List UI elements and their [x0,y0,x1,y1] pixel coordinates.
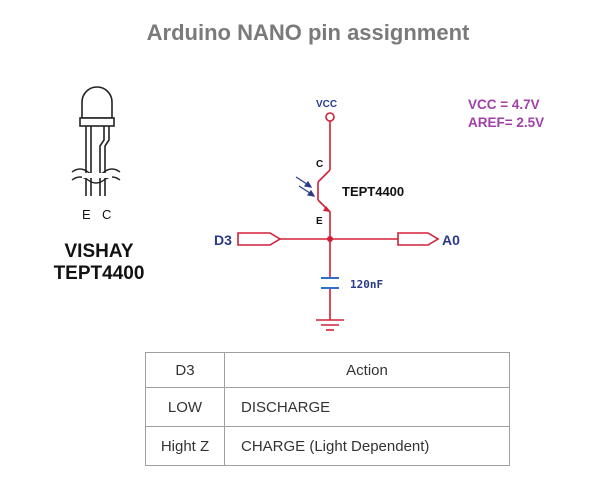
cell-action: DISCHARGE [224,387,510,427]
d3-port-label: D3 [214,232,232,248]
truth-table: D3 Action LOW DISCHARGE Hight Z CHARGE (… [145,352,510,466]
led-dome [81,86,113,119]
part-maker: VISHAY [64,241,134,262]
phototransistor-drawing [71,86,121,196]
a0-port [397,232,440,246]
capacitor-label: 120nF [350,278,383,291]
part-name: VISHAY TEPT4400 [40,241,158,285]
cell-state: Hight Z [145,426,225,466]
ground-symbol [316,319,344,331]
d3-port [237,232,282,246]
table-row: Hight Z CHARGE (Light Dependent) [145,426,510,466]
pin-e-label: E [82,207,91,222]
vcc-terminal [325,112,335,122]
header-d3: D3 [145,352,225,388]
table-header-row: D3 Action [145,352,510,388]
capacitor [321,277,339,289]
supply-specs: VCC = 4.7V AREF= 2.5V [468,96,544,132]
table-row: LOW DISCHARGE [145,387,510,427]
emitter-arrow [323,206,331,212]
vcc-label: VCC [316,99,337,110]
cell-state: LOW [145,387,225,427]
schematic: VCC C E TEPT4400 D3 A0 120nF [214,99,460,331]
part-model: TEPT4400 [53,263,145,284]
vcc-spec: VCC = 4.7V [468,97,540,112]
pin-c-label: C [102,207,112,222]
transistor-label: TEPT4400 [342,184,404,199]
a0-port-label: A0 [442,232,460,248]
page-title: Arduino NANO pin assignment [146,20,470,45]
collector-lead [317,169,331,183]
aref-spec: AREF= 2.5V [468,115,545,130]
emitter-label: E [316,216,323,227]
collector-label: C [316,159,323,170]
light-arrows [295,176,316,197]
led-rim [79,117,115,127]
header-action: Action [224,352,510,388]
break-gap [82,173,112,178]
wires [280,112,398,320]
junction-dot [327,236,333,242]
cell-action: CHARGE (Light Dependent) [224,426,510,466]
